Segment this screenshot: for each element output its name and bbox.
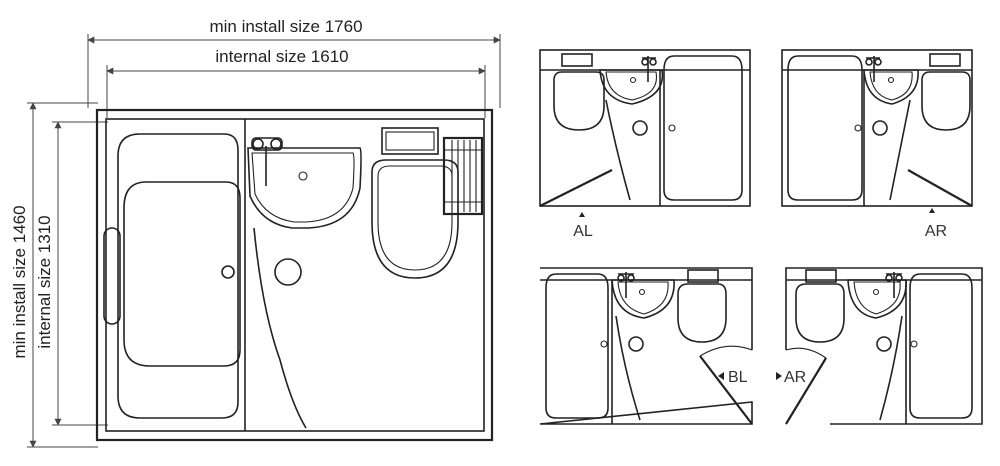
- internal-depth-label: internal size 1310: [35, 215, 54, 348]
- faucet-base: [251, 137, 283, 151]
- shower-floor-edge: [253, 227, 307, 429]
- min-install-depth-label: min install size 1460: [10, 205, 29, 358]
- outer-wall: [95, 108, 494, 442]
- internal-width-label: internal size 1610: [215, 47, 348, 66]
- towel-rack: [442, 136, 484, 216]
- internal-width-dimension: internal size 1610: [106, 47, 486, 118]
- washbasin: [247, 137, 362, 229]
- variant-ar-bottom-plan: AR: [776, 267, 983, 425]
- min-install-width-dimension: min install size 1760: [87, 17, 501, 108]
- tub-drain: [221, 265, 235, 279]
- toilet-tank: [381, 127, 439, 155]
- variant-bl-label: BL: [728, 369, 748, 386]
- floor-drain: [274, 258, 302, 286]
- inner-wall: [105, 118, 485, 432]
- bathtub: [103, 119, 246, 431]
- main-floor-plan: min install size 1760 internal size 1610…: [10, 17, 501, 448]
- grab-handle: [103, 227, 121, 325]
- toilet: [371, 127, 459, 279]
- variant-al-label: AL: [573, 223, 593, 240]
- variant-ar-top-label: AR: [925, 223, 947, 240]
- sink-drain: [298, 171, 308, 181]
- min-install-width-label: min install size 1760: [209, 17, 362, 36]
- variant-al-plan: AL: [539, 49, 751, 240]
- variant-bl-plan: BL: [539, 267, 753, 425]
- variant-ar-bottom-label: AR: [784, 369, 806, 386]
- variant-ar-top-plan: AR: [781, 49, 973, 240]
- min-install-depth-dimension: min install size 1460: [10, 102, 98, 448]
- internal-depth-dimension: internal size 1310: [35, 121, 108, 426]
